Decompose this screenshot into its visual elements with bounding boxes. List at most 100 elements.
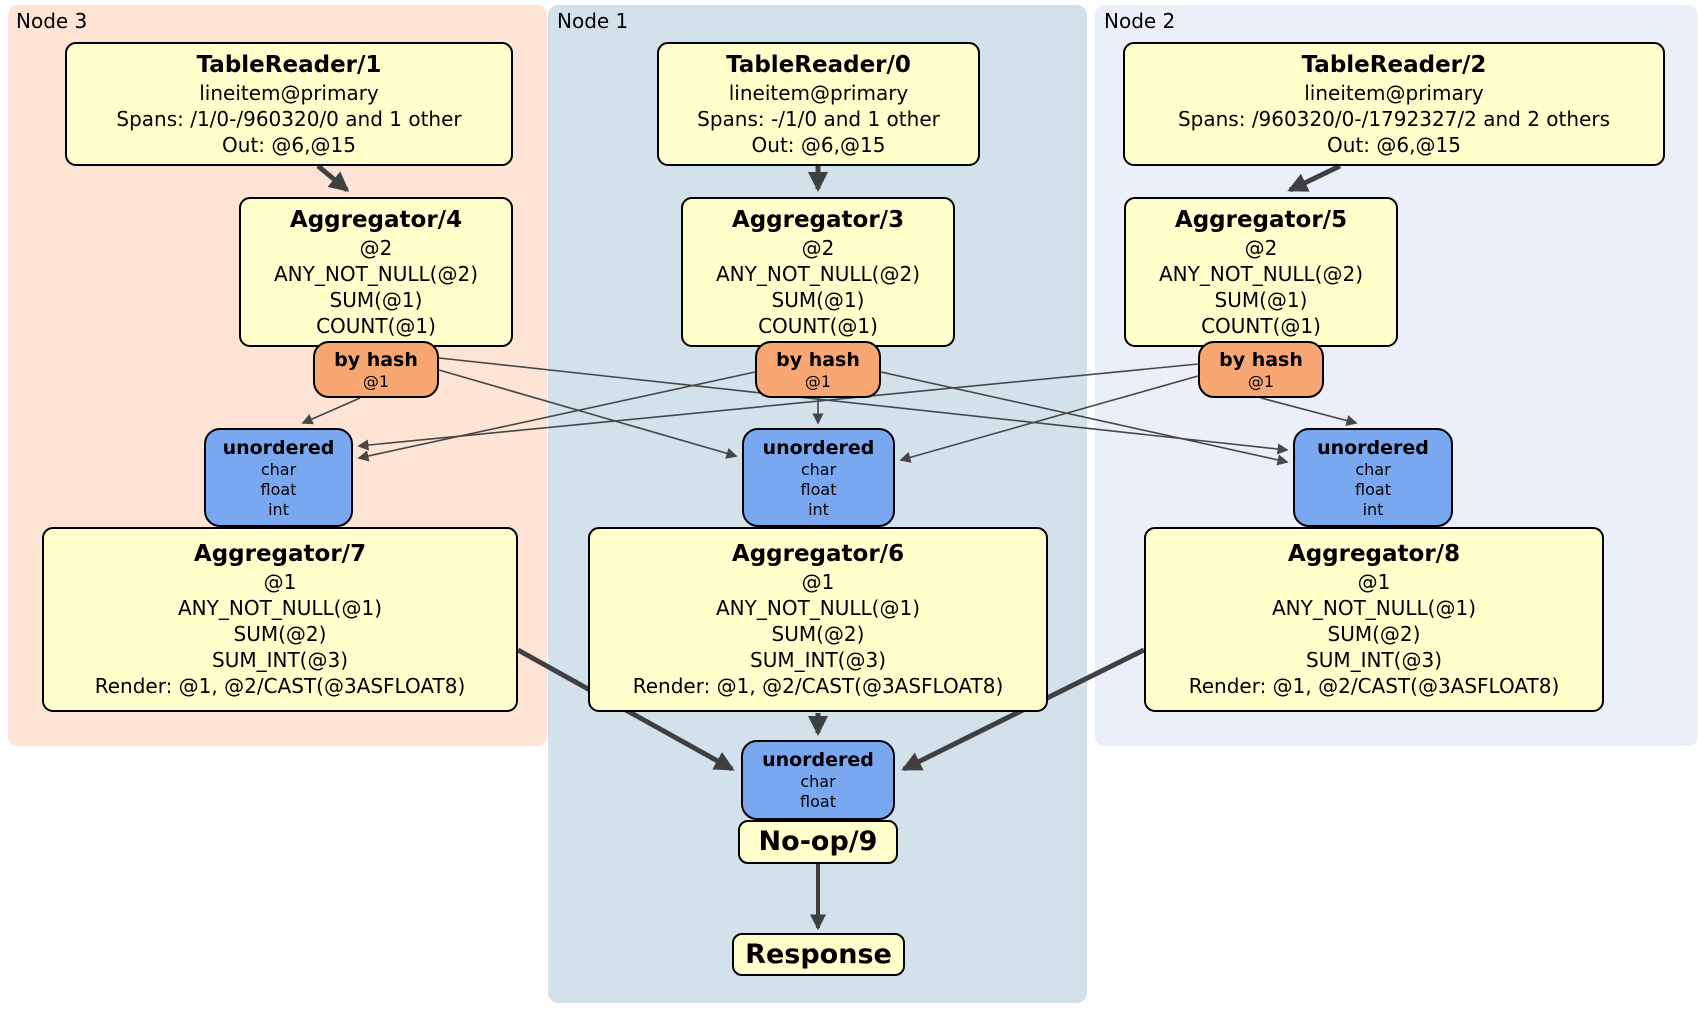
agg-fn: ANY_NOT_NULL(@2) [716,261,920,286]
processor-title: Aggregator/5 [1174,206,1348,233]
sync-stream: float [1355,479,1391,499]
sync-title: unordered [222,436,335,459]
noop-9-box: No-op/9 [738,820,898,864]
agg-fn: COUNT(@1) [758,313,878,338]
processor-title: Aggregator/7 [193,541,367,567]
aggregator-7-box: Aggregator/7 @1 ANY_NOT_NULL(@1) SUM(@2)… [42,527,518,712]
agg-fn: SUM(@2) [771,622,865,646]
sync-title: unordered [762,436,875,459]
node2-label: Node 2 [1104,9,1176,33]
processor-spans: Spans: /960320/0-/1792327/2 and 2 others [1177,106,1610,131]
agg-fn: ANY_NOT_NULL(@2) [1159,261,1363,286]
processor-out: Out: @6,@15 [222,132,356,157]
edge-hash2-unordered2 [1260,397,1358,426]
edge-hash2-unordered1 [899,375,1199,463]
processor-table: lineitem@primary [728,80,909,105]
sync-stream: int [1362,499,1384,519]
agg-fn: SUM_INT(@3) [1306,648,1442,672]
tablereader-1-box: TableReader/1 lineitem@primary Spans: /1… [65,42,513,166]
sync-stream: char [260,459,297,479]
response-box: Response [732,933,905,976]
edge-tablereader2-aggregator5 [1287,163,1342,193]
processor-table: lineitem@primary [1304,80,1484,105]
sync-stream: char [800,459,837,479]
processor-spans: Spans: /1/0-/960320/0 and 1 other [116,106,462,131]
tablereader-2-box: TableReader/2 lineitem@primary Spans: /9… [1123,42,1665,166]
agg-fn: COUNT(@1) [1201,313,1321,338]
agg-fn: ANY_NOT_NULL(@2) [274,261,478,286]
agg-fn: SUM(@2) [233,622,327,646]
router-key: @1 [804,371,832,391]
agg-render: Render: @1, @2/CAST(@3ASFLOAT8) [94,674,466,698]
unordered-sync-node2: unordered char float int [1293,428,1453,527]
edge-hash3-unordered2 [438,357,1289,455]
edge-hash3-unordered3 [301,397,361,425]
router-key: @1 [1247,371,1275,391]
sync-stream: int [808,499,829,519]
node3-label: Node 3 [16,9,88,33]
processor-table: lineitem@primary [199,80,379,105]
agg-fn: SUM(@1) [1214,287,1308,312]
hash-router-node1: by hash @1 [755,341,881,398]
agg-group-cols: @2 [1244,235,1278,260]
node1-label: Node 1 [557,9,629,33]
sync-stream: float [800,792,836,811]
agg-fn: SUM_INT(@3) [212,648,348,672]
router-title: by hash [1219,348,1303,371]
agg-fn: SUM(@1) [329,287,423,312]
aggregator-3-box: Aggregator/3 @2 ANY_NOT_NULL(@2) SUM(@1)… [681,197,955,347]
unordered-sync-node3: unordered char float int [204,428,353,527]
agg-group-cols: @2 [801,235,835,260]
edge-hash1-unordered2 [880,371,1289,466]
processor-spans: Spans: -/1/0 and 1 other [697,106,940,131]
agg-group-cols: @2 [359,235,393,260]
router-key: @1 [362,371,390,391]
hash-router-node2: by hash @1 [1198,341,1324,398]
agg-fn: SUM(@2) [1327,622,1421,646]
edge-tablereader1-aggregator4 [316,164,350,192]
unordered-sync-final: unordered char float [741,740,895,820]
processor-title: No-op/9 [758,826,878,857]
processor-title: Aggregator/3 [731,206,905,233]
aggregator-8-box: Aggregator/8 @1 ANY_NOT_NULL(@1) SUM(@2)… [1144,527,1604,712]
agg-fn: ANY_NOT_NULL(@1) [178,596,382,620]
processor-title: Response [745,938,892,970]
unordered-sync-node1: unordered char float int [742,428,895,527]
agg-group-cols: @1 [263,570,297,594]
sync-title: unordered [1317,436,1429,459]
agg-fn: ANY_NOT_NULL(@1) [716,596,920,620]
aggregator-4-box: Aggregator/4 @2 ANY_NOT_NULL(@2) SUM(@1)… [239,197,513,347]
router-sync-mesh-edges [301,357,1358,466]
processor-title: Aggregator/4 [289,206,463,233]
processor-title: TableReader/2 [1301,51,1487,78]
tablereader-0-box: TableReader/0 lineitem@primary Spans: -/… [657,42,980,166]
sync-stream: float [800,479,837,499]
sync-stream: float [260,479,297,499]
agg-fn: SUM(@1) [771,287,865,312]
processor-title: TableReader/0 [726,51,911,78]
processor-out: Out: @6,@15 [1327,132,1461,157]
sync-stream: char [1355,459,1391,479]
sync-stream: char [800,772,836,791]
agg-fn: COUNT(@1) [316,313,436,338]
agg-fn: ANY_NOT_NULL(@1) [1272,596,1476,620]
agg-fn: SUM_INT(@3) [750,648,886,672]
sync-stream: int [268,499,289,519]
router-title: by hash [776,348,860,371]
agg-group-cols: @1 [1357,570,1391,594]
processor-title: TableReader/1 [196,51,382,78]
edge-hash1-unordered3 [357,371,756,462]
agg-render: Render: @1, @2/CAST(@3ASFLOAT8) [632,674,1004,698]
edge-hash3-unordered1 [438,369,738,459]
processor-title: Aggregator/8 [1287,541,1461,567]
router-title: by hash [334,348,418,371]
aggregator-6-box: Aggregator/6 @1 ANY_NOT_NULL(@1) SUM(@2)… [588,527,1048,712]
processor-out: Out: @6,@15 [751,132,886,157]
aggregator-5-box: Aggregator/5 @2 ANY_NOT_NULL(@2) SUM(@1)… [1124,197,1398,347]
edge-hash2-unordered3 [357,363,1199,451]
hash-router-node3: by hash @1 [313,341,439,398]
sync-title: unordered [762,749,874,771]
agg-render: Render: @1, @2/CAST(@3ASFLOAT8) [1188,674,1560,698]
processor-title: Aggregator/6 [731,541,905,567]
